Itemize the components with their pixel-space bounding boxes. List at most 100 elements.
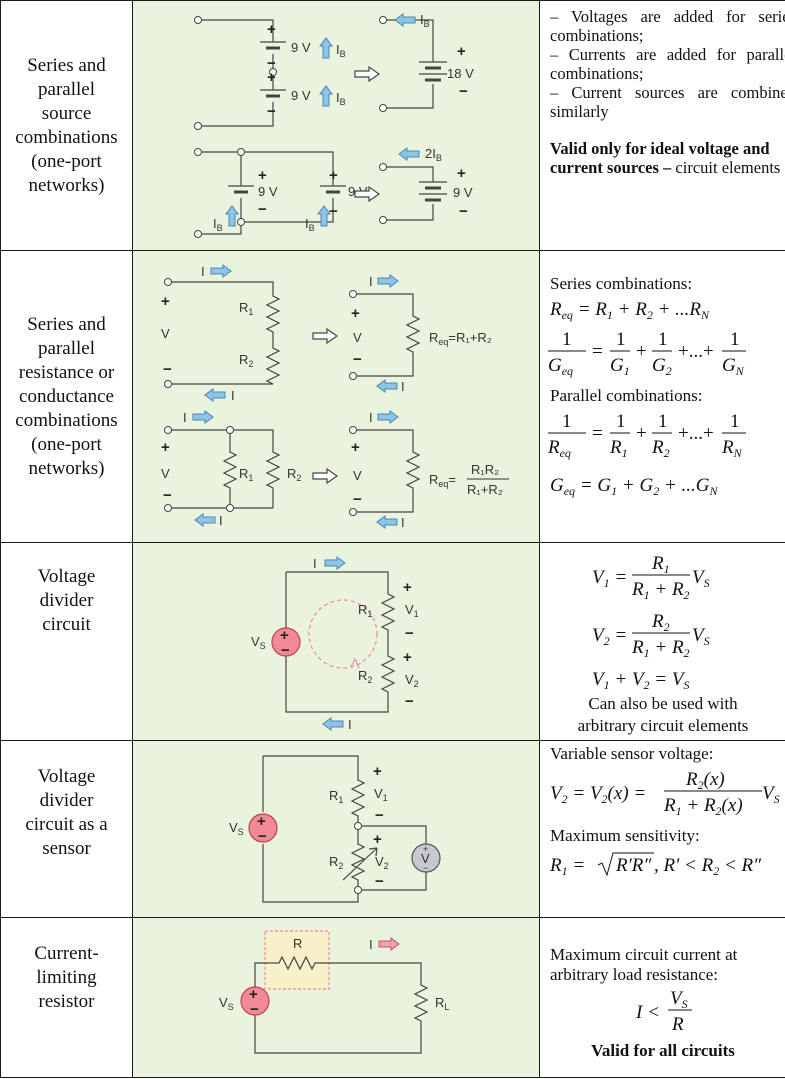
svg-text:Req: Req: [547, 437, 571, 460]
current-arrow-icon: [322, 717, 344, 730]
current-arrow-icon: [394, 13, 416, 26]
current-limit-formula: I < VS R: [635, 988, 692, 1035]
svg-text:R1: R1: [651, 553, 670, 576]
formula-block: V1 = R1 R1 + R2 VS V2 = R2 R1 + R2 VS V1…: [578, 553, 749, 735]
conductance-series-formula: 1 Geq = 1 G1 + 1 G2 +...+ 1 GN: [548, 329, 746, 378]
svg-text:R2: R2: [329, 854, 343, 871]
svg-text:R1: R1: [609, 437, 628, 460]
label-line: conductance: [19, 385, 114, 407]
svg-text:−: −: [459, 203, 468, 220]
svg-text:−: −: [375, 807, 384, 824]
svg-text:Maximum sensitivity:: Maximum sensitivity:: [550, 826, 700, 845]
svg-text:IB: IB: [305, 216, 315, 233]
equivalent-arrow-icon: [312, 467, 338, 484]
svg-text:V2: V2: [405, 672, 419, 689]
svg-text:V: V: [161, 466, 170, 481]
svg-text:−: −: [353, 491, 362, 508]
equivalent-arrow-icon: [312, 327, 338, 344]
svg-text:+: +: [249, 986, 258, 1003]
svg-text:R: R: [293, 936, 302, 951]
svg-text:V: V: [353, 468, 362, 483]
svg-text:Parallel combinations:: Parallel combinations:: [550, 386, 703, 405]
svg-text:1: 1: [730, 329, 740, 350]
circuit-diagram: + − + V − VS R1 R2 + V1 − + V2 −: [229, 754, 441, 903]
circuit-diagram: + − R I VS RL: [219, 929, 449, 1054]
label-line: Voltage: [37, 566, 96, 587]
svg-text:Can also be used with: Can also be used with: [588, 694, 738, 713]
validity-bold: Valid only for ideal voltage and current…: [550, 139, 770, 177]
svg-text:−: −: [281, 642, 290, 659]
formula-block: Series combinations: Req = R1 + R2 + ...…: [547, 274, 746, 498]
svg-text:I: I: [401, 515, 405, 530]
desc-bullet: – Current sources are combined similarly: [550, 83, 785, 121]
label-line: divider: [39, 790, 94, 811]
svg-text:Geq = G1 + G2 + ...GN: Geq = G1 + G2 + ...GN: [550, 475, 719, 498]
svg-text:+...+: +...+: [678, 341, 714, 362]
row-label: Current- limiting resistor: [0, 917, 133, 1078]
row-resistance-combinations: Series and parallel resistance or conduc…: [0, 250, 785, 543]
v1-formula: V1 = R1 R1 + R2 VS: [592, 553, 710, 602]
svg-text:+: +: [351, 439, 360, 456]
svg-text:R₁R₂: R₁R₂: [471, 462, 499, 477]
svg-text:R1 + R2: R1 + R2: [631, 579, 690, 602]
desc-resistance-combinations: Series combinations: Req = R1 + R2 + ...…: [539, 250, 785, 543]
svg-text:+: +: [423, 844, 428, 854]
svg-text:V1 =: V1 =: [592, 567, 627, 590]
current-arrow-icon: [194, 513, 216, 526]
svg-text:=: =: [592, 341, 603, 362]
row-current-limiting: Current- limiting resistor + − R I VS RL: [0, 917, 785, 1078]
label-line: Current-: [34, 943, 99, 964]
label-line: Series and: [27, 313, 106, 335]
svg-text:R2: R2: [287, 466, 301, 483]
current-arrow-icon: [376, 379, 398, 392]
svg-text:V1 + V2 = VS: V1 + V2 = VS: [592, 669, 689, 692]
desc-bullet: – Currents are added for parallel combin…: [550, 45, 785, 83]
svg-text:−: −: [163, 487, 172, 504]
svg-text:R′R″: R′R″: [615, 855, 652, 876]
svg-text:VS: VS: [229, 820, 244, 837]
circuit-diagram: + − + − 9 V 9 V IB IB IB + 18 V − + 9 V …: [194, 12, 474, 238]
svg-text:I: I: [231, 388, 235, 403]
svg-text:9 V: 9 V: [291, 40, 311, 55]
row-label: Series and parallel resistance or conduc…: [0, 250, 133, 543]
svg-text:+: +: [373, 763, 382, 780]
diagram-current-limiting: + − R I VS RL: [132, 917, 540, 1078]
svg-text:GN: GN: [722, 355, 745, 378]
current-arrow-icon: [398, 147, 420, 160]
desc-validity: Valid only for ideal voltage and current…: [550, 139, 785, 177]
svg-text:+: +: [636, 423, 647, 444]
svg-text:1: 1: [616, 329, 626, 350]
svg-text:Series combinations:: Series combinations:: [550, 274, 692, 293]
svg-text:9 V: 9 V: [291, 88, 311, 103]
svg-text:R2(x): R2(x): [685, 769, 725, 792]
label-line: Series and: [27, 54, 106, 76]
svg-text:I: I: [369, 937, 373, 952]
svg-text:+: +: [403, 649, 412, 666]
current-arrow-icon: [319, 37, 333, 58]
svg-text:Geq: Geq: [548, 355, 573, 378]
svg-text:+: +: [267, 69, 276, 86]
svg-text:RL: RL: [435, 995, 449, 1012]
label-line: limiting: [36, 967, 97, 988]
label-line: combinations: [15, 126, 118, 148]
svg-text:VS: VS: [692, 567, 710, 590]
voltmeter-icon: [411, 842, 441, 873]
svg-text:I: I: [183, 410, 187, 425]
current-arrow-icon: [324, 556, 346, 569]
svg-text:VS: VS: [762, 783, 780, 806]
svg-text:I: I: [219, 513, 223, 528]
row-label: Voltage divider circuit: [0, 542, 133, 741]
current-arrow-icon: [377, 274, 399, 287]
row-source-combinations: Series and parallel source combinations …: [0, 0, 785, 251]
svg-text:R1 + R2: R1 + R2: [631, 637, 690, 660]
v2-formula: V2 = R2 R1 + R2 VS: [592, 611, 710, 660]
svg-text:RN: RN: [721, 437, 743, 460]
svg-text:V: V: [353, 330, 362, 345]
svg-text:+: +: [403, 579, 412, 596]
svg-text:+: +: [267, 21, 276, 38]
svg-text:, R′ < R2 < R″: , R′ < R2 < R″: [654, 855, 762, 878]
current-arrow-icon: [377, 410, 399, 423]
svg-text:VS: VS: [670, 988, 688, 1011]
loop-icon: [308, 598, 378, 669]
sensor-voltage-formula: V2 = V2(x) = R2(x) R1 + R2(x) VS: [550, 769, 780, 818]
